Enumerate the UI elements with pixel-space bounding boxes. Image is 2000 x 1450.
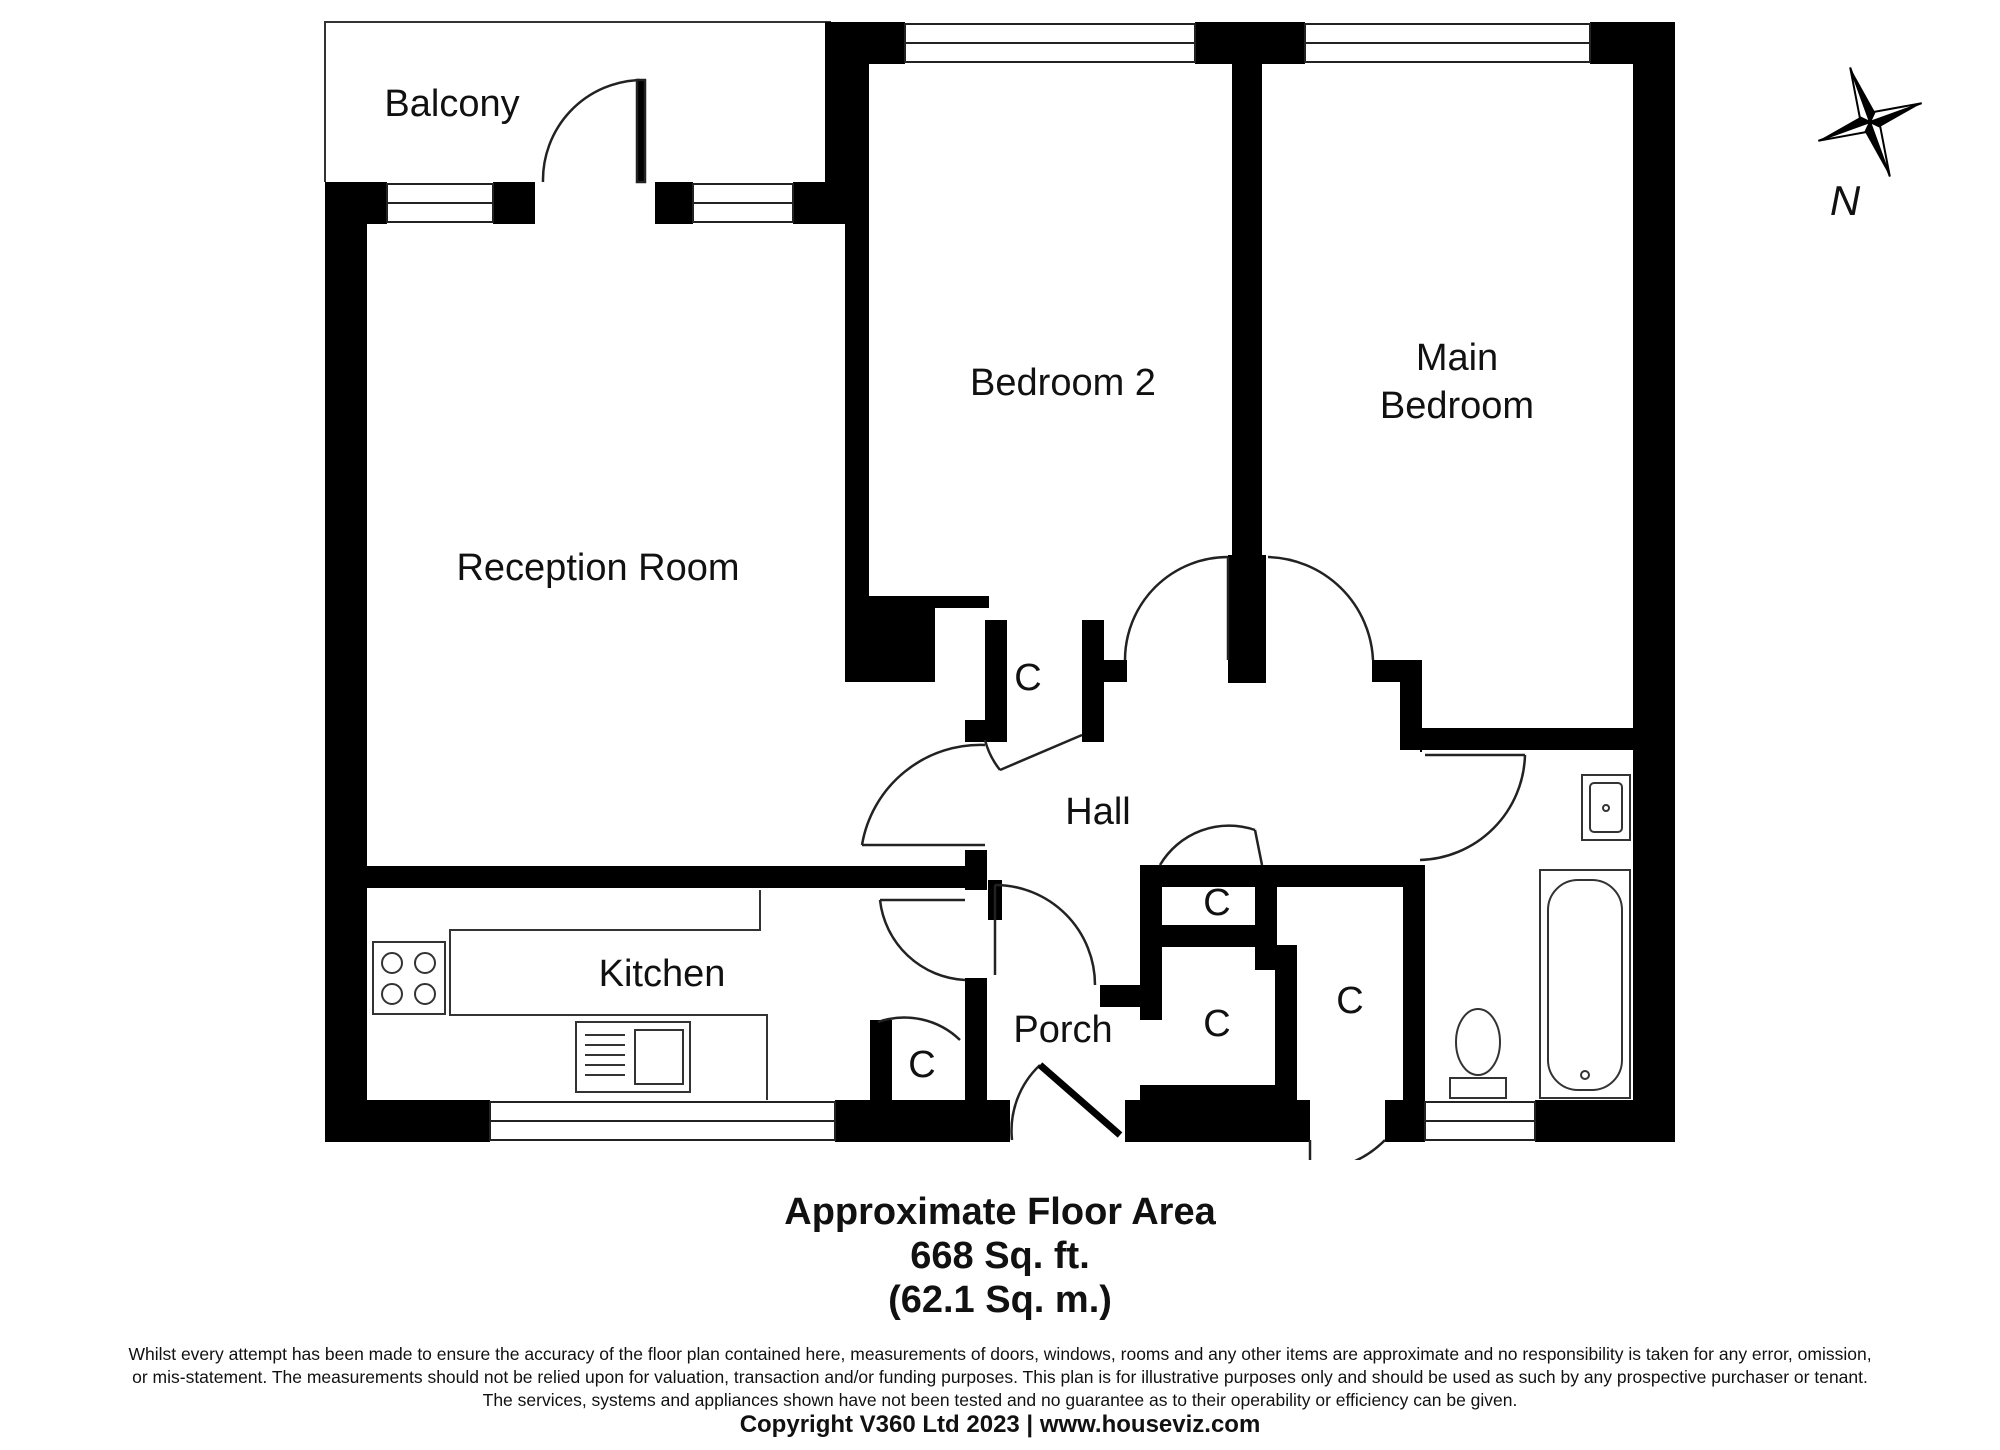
floor-area-summary: Approximate Floor Area 668 Sq. ft. (62.1… [0,1190,2000,1322]
room-label-reception: Reception Room [456,547,739,589]
room-label-cupboard: C [908,1044,935,1086]
room-label-porch: Porch [1013,1009,1112,1051]
disclaimer-line: or mis-statement. The measurements shoul… [132,1367,1868,1387]
hob-icon [372,941,446,1015]
basin-icon [1581,774,1631,841]
floor-plan: N Balcony Reception Room Bedroom 2 Main … [324,21,1923,1160]
room-label-hall: Hall [1065,791,1130,833]
kitchen-fittings [372,890,768,1100]
floor-area-title: Approximate Floor Area [784,1191,1216,1233]
room-label-cupboard: C [1203,1003,1230,1045]
walls [325,22,1675,1142]
toilet-icon [1455,1008,1501,1076]
room-label-balcony: Balcony [384,83,519,125]
bath-icon [1539,869,1631,1099]
compass-north-label: N [1830,177,1861,224]
disclaimer: Whilst every attempt has been made to en… [30,1343,1970,1412]
room-label-cupboard: C [1203,882,1230,924]
windows [386,23,1591,1141]
room-label-cupboard: C [1336,980,1363,1022]
floor-area-sqm: (62.1 Sq. m.) [888,1279,1112,1321]
compass-icon [1817,67,1923,177]
room-label-cupboard: C [1014,657,1041,699]
doors [541,78,1527,1160]
room-label-main-bedroom-line2: Bedroom [1380,385,1534,427]
room-label-main-bedroom-line1: Main [1416,337,1498,379]
copyright: Copyright V360 Ltd 2023 | www.houseviz.c… [739,1411,1261,1438]
room-label-kitchen: Kitchen [599,953,726,995]
sink-icon [575,1021,691,1093]
bathroom-fittings [1449,774,1631,1099]
disclaimer-line: The services, systems and appliances sho… [482,1390,1518,1410]
disclaimer-line: Whilst every attempt has been made to en… [128,1344,1872,1364]
floor-area-sqft: 668 Sq. ft. [910,1235,1090,1277]
room-label-bedroom-2: Bedroom 2 [970,362,1156,404]
